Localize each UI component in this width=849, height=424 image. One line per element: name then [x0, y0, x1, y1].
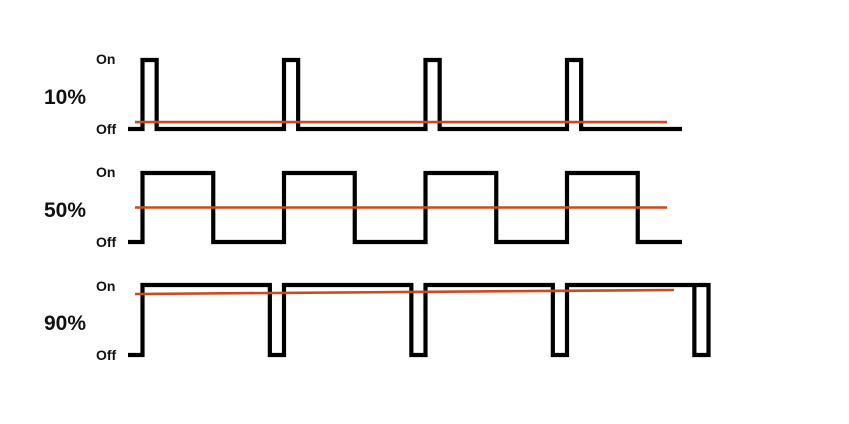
row-10-percent: 10% On Off: [44, 51, 682, 137]
duty-label: 90%: [44, 312, 86, 335]
row-50-percent: 50% On Off: [44, 164, 682, 250]
duty-label: 50%: [44, 199, 86, 222]
on-label: On: [96, 51, 115, 67]
off-label: Off: [96, 121, 117, 137]
off-label: Off: [96, 234, 117, 250]
average-level-line: [134, 288, 675, 296]
row-90-percent: 90% On Off: [44, 278, 711, 363]
on-label: On: [96, 164, 115, 180]
duty-label: 10%: [44, 86, 86, 109]
on-label: On: [96, 278, 115, 294]
off-label: Off: [96, 347, 117, 363]
square-wave: [128, 57, 682, 132]
square-wave: [128, 170, 682, 245]
square-wave: [128, 282, 711, 358]
